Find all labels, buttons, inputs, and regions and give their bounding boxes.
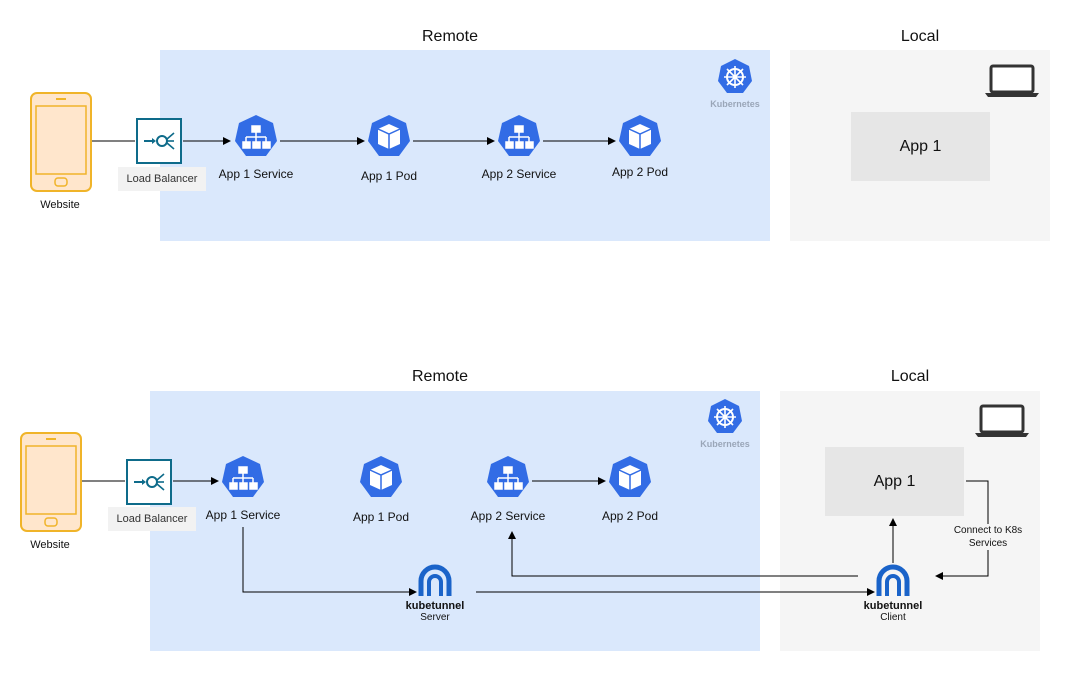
service-icon[interactable] (220, 455, 266, 501)
pod-icon[interactable] (617, 114, 663, 160)
laptop-icon (985, 64, 1039, 97)
app2-pod-label: App 2 Pod (611, 165, 669, 179)
website-label: Website (30, 539, 70, 551)
app1-service-label: App 1 Service (218, 167, 294, 181)
app1-pod-label: App 1 Pod (352, 510, 410, 524)
load-balancer-label: Load Balancer (118, 167, 206, 191)
top-local-title: Local (900, 28, 940, 45)
kubetunnel-client-role: Client (880, 612, 906, 623)
app1-service-label: App 1 Service (205, 508, 281, 522)
bottom-local-title: Local (890, 368, 930, 385)
load-balancer-label: Load Balancer (108, 507, 196, 531)
laptop-icon (975, 404, 1029, 437)
app2-pod-label: App 2 Pod (601, 509, 659, 523)
kubetunnel-server-role: Server (420, 612, 450, 623)
kubetunnel-icon[interactable] (876, 564, 910, 597)
app2-service-label: App 2 Service (481, 167, 557, 181)
service-icon[interactable] (233, 114, 279, 160)
pod-icon[interactable] (366, 114, 412, 160)
bottom-remote-title: Remote (411, 368, 469, 385)
pod-icon[interactable] (607, 455, 653, 501)
bottom-local-app-box[interactable]: App 1 (825, 447, 964, 516)
service-icon[interactable] (485, 455, 531, 501)
app2-service-label: App 2 Service (470, 509, 546, 523)
phone-icon (20, 432, 82, 532)
phone-icon (30, 92, 92, 192)
connect-note: Connect to K8s Services (948, 524, 1028, 550)
kubetunnel-icon[interactable] (418, 564, 452, 597)
kubernetes-logo-icon (708, 399, 742, 433)
bottom-remote-cluster-area (150, 391, 760, 651)
kubernetes-label: Kubernetes (700, 439, 750, 449)
kubetunnel-server-name: kubetunnel (405, 600, 465, 612)
kubetunnel-client-name: kubetunnel (863, 600, 923, 612)
top-local-app-box[interactable]: App 1 (851, 112, 990, 181)
kubernetes-logo-icon (718, 59, 752, 93)
load-balancer-icon[interactable] (136, 118, 182, 164)
pod-icon[interactable] (358, 455, 404, 501)
edge-client-to-app2-service (508, 531, 858, 577)
top-remote-title: Remote (421, 28, 479, 45)
edge-app1-service-to-kubetunnel-server (242, 527, 417, 596)
website-label: Website (40, 199, 80, 211)
load-balancer-icon[interactable] (126, 459, 172, 505)
app1-pod-label: App 1 Pod (360, 169, 418, 183)
kubernetes-label: Kubernetes (710, 99, 760, 109)
service-icon[interactable] (496, 114, 542, 160)
